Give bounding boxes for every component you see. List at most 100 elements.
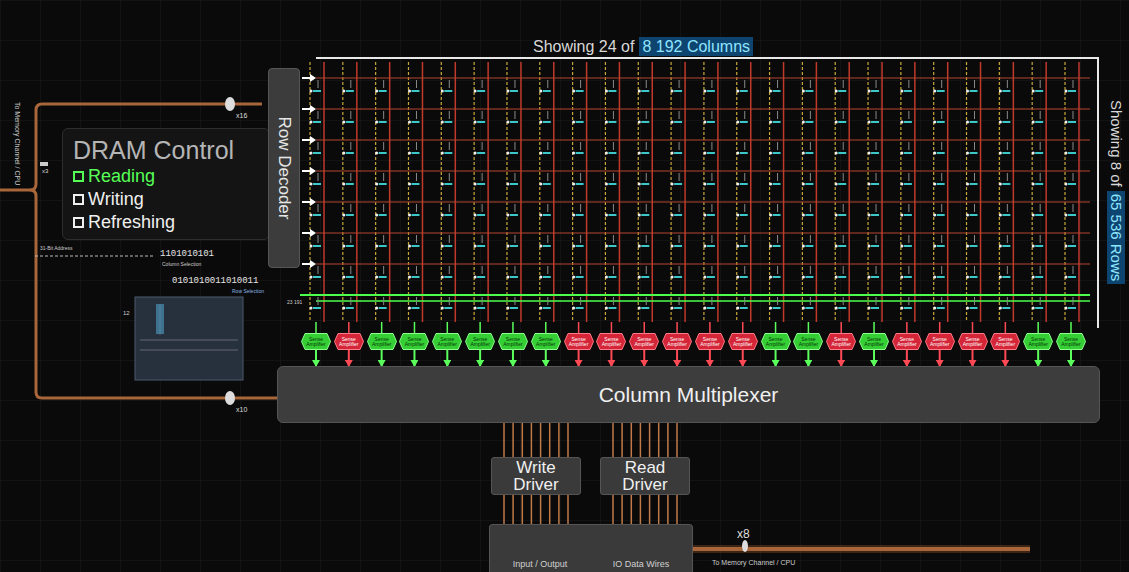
hexagon-shape (728, 334, 757, 350)
hexagon-shape (663, 334, 692, 350)
cell-dot (441, 121, 444, 124)
cell-dot (408, 276, 411, 279)
amp-feed (1005, 322, 1007, 333)
cell-dot (441, 245, 444, 248)
cell-capacitor (379, 183, 387, 185)
cell-transistor (908, 266, 909, 274)
cell-capacitor (641, 121, 649, 123)
cell-dot (703, 152, 706, 155)
cell-dot (703, 307, 706, 310)
cell-dot (736, 90, 739, 93)
cell-transistor (941, 142, 942, 150)
cell-dot (671, 121, 674, 124)
cell-capacitor (411, 276, 419, 278)
sense-amplifier-hexagon: Sense Amplifier (596, 333, 626, 350)
dashed-line (375, 62, 376, 322)
cell-transistor (1040, 173, 1041, 181)
cell-capacitor (477, 90, 485, 92)
hexagon-shape (695, 334, 724, 350)
amp-label: Sense Amplifier (895, 337, 919, 347)
sense-amplifier-hexagon: Sense Amplifier (465, 333, 495, 350)
cell-dot (900, 183, 903, 186)
word-line (316, 139, 1090, 140)
cell-dot (835, 276, 838, 279)
dashed-line (900, 62, 901, 322)
cell-dot (966, 152, 969, 155)
amp-label: Sense Amplifier (1026, 337, 1050, 347)
cell-dot (868, 214, 871, 217)
cell-capacitor (707, 152, 715, 154)
cell-transistor (711, 266, 712, 274)
bit-line (717, 62, 719, 322)
cell-capacitor (608, 121, 616, 123)
cell-capacitor (805, 121, 813, 123)
io-box: Input / OutputIO Data Wires (489, 524, 693, 572)
cell-capacitor (543, 214, 551, 216)
cell-transistor (449, 142, 450, 150)
cell-transistor (482, 204, 483, 212)
bit-line (980, 62, 982, 322)
cell-capacitor (641, 245, 649, 247)
cell-dot (474, 121, 477, 124)
cell-dot (868, 183, 871, 186)
sense-amplifier-hexagon: Sense Amplifier (892, 333, 922, 350)
cell-capacitor (838, 214, 846, 216)
cell-transistor (416, 204, 417, 212)
cell-dot (769, 214, 772, 217)
cell-dot (900, 245, 903, 248)
cell-capacitor (576, 307, 584, 309)
cell-transistor (318, 235, 319, 243)
cell-capacitor (904, 183, 912, 185)
cell-transistor (679, 111, 680, 119)
annotation-label: Column Selection (162, 261, 201, 267)
cell-transistor (843, 111, 844, 119)
inset-panel (135, 297, 243, 380)
cell-capacitor (1068, 183, 1076, 185)
sense-output-arrow (840, 350, 842, 366)
cell-capacitor (608, 90, 616, 92)
cell-capacitor (543, 183, 551, 185)
row-arrow (302, 201, 311, 203)
sense-amplifier-hexagon: Sense Amplifier (695, 333, 725, 350)
word-line (316, 263, 1090, 264)
cell-transistor (974, 204, 975, 212)
cell-capacitor (970, 276, 978, 278)
cell-transistor (416, 173, 417, 181)
mode-item: Reading (88, 165, 155, 188)
annotation-label: x10 (236, 406, 247, 414)
cell-transistor (350, 173, 351, 181)
row-select-line (300, 294, 316, 296)
cell-transistor (843, 235, 844, 243)
cell-capacitor (313, 90, 321, 92)
cell-capacitor (608, 307, 616, 309)
hexagon-shape (367, 334, 396, 350)
hexagon-shape (302, 334, 331, 350)
cell-transistor (810, 297, 811, 305)
cell-dot (572, 307, 575, 310)
amp-feed (972, 322, 974, 333)
cell-dot (375, 183, 378, 186)
cell-capacitor (576, 276, 584, 278)
amp-feed (775, 322, 777, 333)
sense-output-arrow (610, 350, 612, 366)
cell-capacitor (313, 307, 321, 309)
cell-transistor (646, 142, 647, 150)
box-label: IO Data Wires (613, 559, 670, 569)
sense-amplifier-hexagon: Sense Amplifier (629, 333, 659, 350)
cell-dot (868, 152, 871, 155)
cell-capacitor (1002, 121, 1010, 123)
cell-capacitor (773, 183, 781, 185)
amp-feed (611, 322, 613, 333)
cell-capacitor (970, 121, 978, 123)
sense-output-arrow (545, 350, 547, 366)
cell-dot (506, 276, 509, 279)
cell-dot (342, 245, 345, 248)
cell-transistor (843, 204, 844, 212)
amp-label: Sense Amplifier (304, 337, 328, 347)
cell-capacitor (707, 214, 715, 216)
amp-label: Sense Amplifier (599, 337, 623, 347)
cell-dot (802, 121, 805, 124)
cell-dot (671, 245, 674, 248)
hexagon-shape (761, 334, 790, 350)
sense-amplifier-hexagon: Sense Amplifier (399, 333, 429, 350)
